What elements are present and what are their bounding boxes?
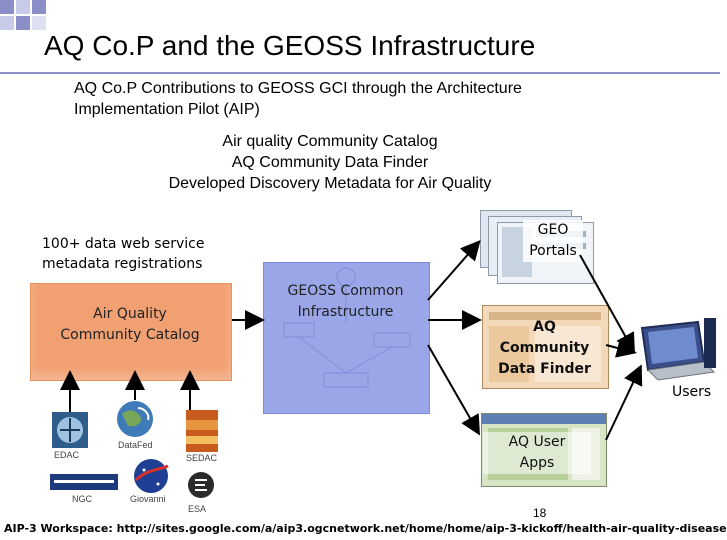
slide-subtitle: AQ Co.P Contributions to GEOSS GCI throu… (74, 80, 522, 118)
corner-decoration (0, 0, 60, 40)
summary-block: Air quality Community Catalog AQ Communi… (100, 131, 560, 194)
gci-faint-diagram (283, 267, 411, 388)
provider-label: EDAC (54, 450, 80, 460)
summary-line: Developed Discovery Metadata for Air Qua… (168, 175, 492, 192)
slide-title: AQ Co.P and the GEOSS Infrastructure (44, 30, 536, 61)
provider-label: SEDAC (186, 453, 218, 463)
provider-label: NGC (72, 494, 92, 504)
provider-label: ESA (188, 504, 207, 514)
esa-logo-icon (188, 472, 214, 498)
globe-icon (117, 401, 153, 437)
arrow-group (60, 239, 643, 446)
title-divider (0, 72, 720, 74)
provider-label: Giovanni (130, 494, 166, 504)
geo-portals-label: GEO Portals (523, 220, 583, 262)
catalog-label: Air Quality Community Catalog (60, 306, 200, 343)
northrop-grumman-logo-icon (50, 474, 118, 490)
page-number: 18 (533, 506, 547, 520)
provider-label: DataFed (118, 440, 153, 450)
edac-logo-icon (52, 412, 88, 448)
registrations-label: 100+ data web service metadata registrat… (42, 236, 205, 272)
computer-icon (640, 318, 716, 381)
data-finder-screenshot (482, 305, 609, 389)
nasa-logo-icon (134, 459, 169, 493)
footer-workspace-url: AIP-3 Workspace: http://sites.google.com… (4, 522, 727, 535)
users-label: Users (672, 384, 712, 400)
sedac-logo-icon (186, 410, 218, 452)
gci-label: GEOSS Common Infrastructure (287, 283, 404, 320)
gci-box (263, 262, 430, 414)
summary-line: AQ Community Data Finder (231, 154, 429, 171)
user-apps-label: AQ User Apps (483, 432, 591, 474)
data-finder-label: AQ Community Data Finder (498, 319, 591, 377)
summary-line: Air quality Community Catalog (222, 133, 438, 150)
